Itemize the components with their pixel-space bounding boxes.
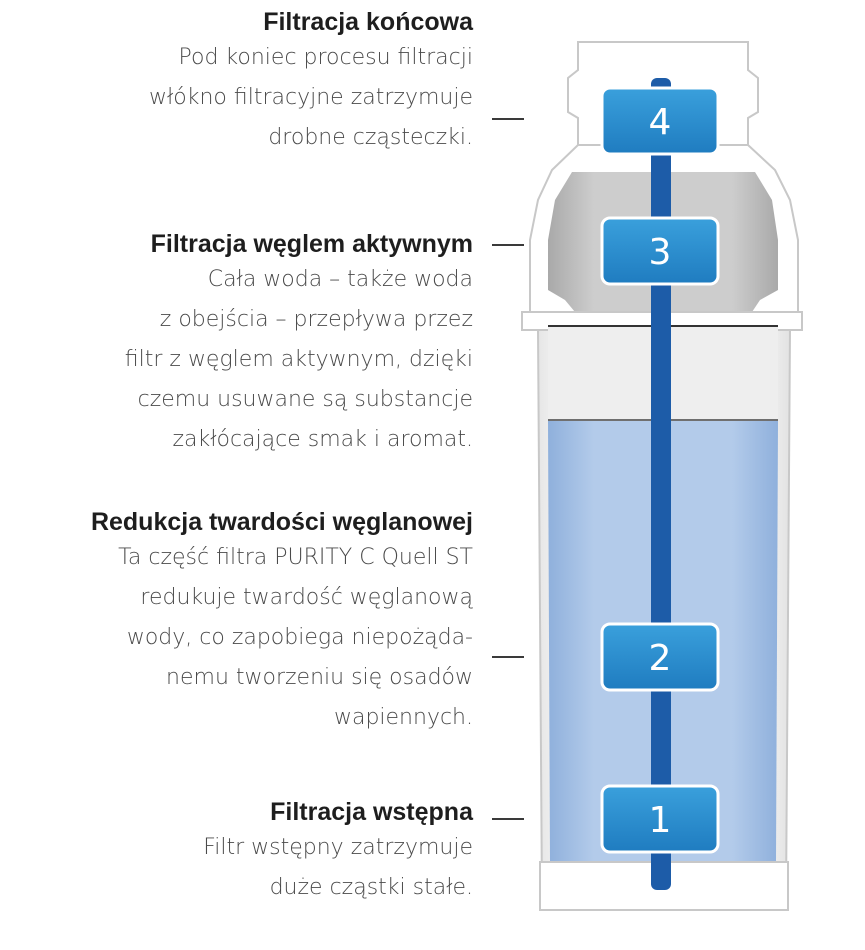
leader-line-3 (492, 244, 524, 246)
stage-desc-line: wody, co zapobiega niepożąda- (126, 625, 473, 650)
leader-line-1 (492, 818, 524, 820)
stage-desc-line: Cała woda – także woda (207, 267, 473, 292)
stage-desc-line: zakłócające smak i aromat. (172, 427, 473, 452)
stage-desc-line: z obejścia – przepływa przez (159, 307, 473, 332)
stage-badge-1: 1 (600, 784, 720, 854)
stage-number: 2 (649, 638, 672, 679)
stage-badge-3: 3 (600, 216, 720, 286)
stage-desc-line: czemu usuwane są substancje (137, 387, 473, 412)
leader-line-2 (492, 656, 524, 658)
central-tube (651, 78, 671, 890)
stage-title: Filtracja wstępna (270, 798, 473, 826)
stage-1-text: Filtracja wstępna Filtr wstępny zatrzymu… (203, 796, 473, 908)
stage-desc-line: redukuje twardość węglanową (140, 585, 473, 610)
stage-3-text: Filtracja węglem aktywnym Cała woda – ta… (125, 228, 473, 460)
stage-desc-line: wapiennych. (333, 705, 473, 730)
stage-desc-line: filtr z węglem aktywnym, dzięki (124, 347, 473, 372)
stage-number: 4 (649, 102, 672, 143)
leader-line-4 (492, 118, 524, 120)
stage-badge-4: 4 (600, 86, 720, 156)
stage-desc-line: Filtr wstępny zatrzymuje (203, 835, 473, 860)
stage-desc-line: Pod koniec procesu filtracji (178, 45, 473, 70)
stage-number: 1 (649, 800, 672, 841)
stage-title: Filtracja końcowa (263, 8, 473, 36)
stage-desc-line: duże cząstki stałe. (269, 875, 473, 900)
stage-2-text: Redukcja twardości węglanowej Ta część f… (91, 506, 473, 738)
stage-title: Filtracja węglem aktywnym (150, 230, 473, 258)
stage-desc-line: włókno filtracyjne zatrzymuje (149, 85, 473, 110)
stage-4-text: Filtracja końcowa Pod koniec procesu fil… (149, 6, 473, 158)
stage-desc-line: Ta część filtra PURITY C Quell ST (118, 545, 473, 570)
stage-title: Redukcja twardości węglanowej (90, 508, 473, 536)
stage-badge-2: 2 (600, 622, 720, 692)
stage-desc-line: drobne cząsteczki. (268, 125, 473, 150)
stage-number: 3 (649, 232, 672, 273)
stage-desc-line: nemu tworzeniu się osadów (166, 665, 473, 690)
